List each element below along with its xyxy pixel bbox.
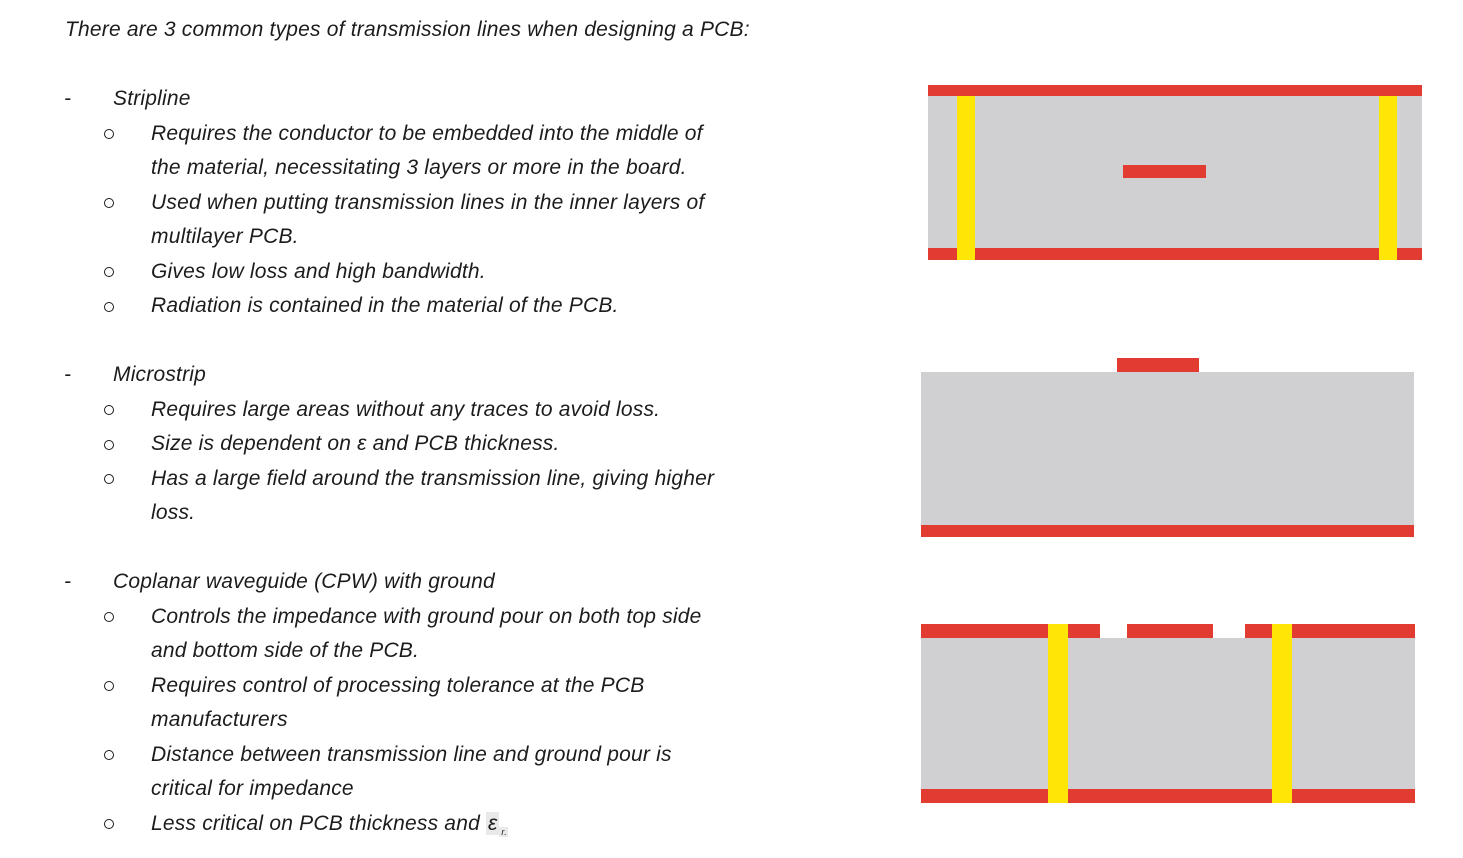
bullet-text: Requires control of processing tolerance… bbox=[151, 673, 645, 697]
spacer-row bbox=[0, 531, 920, 566]
bullet-line: Has a large field around the transmissio… bbox=[0, 462, 920, 497]
bullet-line: Radiation is contained in the material o… bbox=[0, 289, 920, 324]
cpw-left-via bbox=[1048, 624, 1068, 803]
bullet-text: Used when putting transmission lines in … bbox=[151, 190, 705, 214]
bullet-line: Distance between transmission line and g… bbox=[0, 738, 920, 773]
bullet-line: Gives low loss and high bandwidth. bbox=[0, 255, 920, 290]
spacer-row bbox=[0, 324, 920, 359]
microstrip-top-trace bbox=[1117, 358, 1199, 372]
section-label-microstrip: Microstrip bbox=[113, 363, 207, 386]
bullet-text-prefix: Less critical on PCB thickness and bbox=[151, 811, 486, 835]
microstrip-bottom-ground bbox=[921, 525, 1414, 537]
bullet-line: Requires control of processing tolerance… bbox=[0, 669, 920, 704]
cpw-right-via bbox=[1272, 624, 1292, 803]
stripline-right-via bbox=[1379, 96, 1397, 260]
dash-bullet-icon: - bbox=[64, 570, 72, 593]
bullet-continuation-line: loss. bbox=[0, 496, 920, 531]
cpw-top-ground-pour bbox=[921, 624, 1415, 638]
document-title: There are 3 common types of transmission… bbox=[65, 18, 750, 41]
stripline-left-via bbox=[957, 96, 975, 260]
bullet-text: Has a large field around the transmissio… bbox=[151, 466, 715, 490]
epsilon-symbol: ε bbox=[485, 811, 500, 835]
circle-bullet-icon bbox=[104, 129, 114, 139]
bullet-continuation-line: and bottom side of the PCB. bbox=[0, 634, 920, 669]
bullet-text: Gives low loss and high bandwidth. bbox=[151, 259, 486, 283]
circle-bullet-icon bbox=[104, 681, 114, 691]
cpw-top-gap-left bbox=[1100, 624, 1127, 638]
bullet-text: Radiation is contained in the material o… bbox=[151, 294, 619, 317]
microstrip-diagram bbox=[921, 358, 1414, 537]
bullet-text: Size is dependent on ε and PCB thickness… bbox=[151, 432, 560, 455]
bullet-line: Used when putting transmission lines in … bbox=[0, 186, 920, 221]
circle-bullet-icon bbox=[104, 612, 114, 622]
cpw-top-gap-right bbox=[1213, 624, 1245, 638]
spacer-row bbox=[0, 48, 920, 83]
circle-bullet-icon bbox=[104, 474, 114, 484]
bullet-line: Size is dependent on ε and PCB thickness… bbox=[0, 427, 920, 462]
bullet-line: Requires large areas without any traces … bbox=[0, 393, 920, 428]
stripline-bottom-ground bbox=[928, 248, 1422, 260]
bullet-text: Requires the conductor to be embedded in… bbox=[151, 121, 703, 145]
bullet-continuation-line: the material, necessitating 3 layers or … bbox=[0, 151, 920, 186]
bullet-text: loss. bbox=[151, 501, 196, 524]
bullet-text: multilayer PCB. bbox=[151, 225, 299, 248]
stripline-top-ground bbox=[928, 85, 1422, 96]
bullet-continuation-line: critical for impedance bbox=[0, 772, 920, 807]
bullet-line: Requires the conductor to be embedded in… bbox=[0, 117, 920, 152]
bullet-text: and bottom side of the PCB. bbox=[151, 639, 420, 662]
section-label-cpw: Coplanar waveguide (CPW) with ground bbox=[113, 570, 495, 593]
circle-bullet-icon bbox=[104, 301, 114, 312]
dash-bullet-icon: - bbox=[64, 87, 72, 110]
bullet-text: manufacturers bbox=[151, 708, 288, 731]
section-stripline-row: - Stripline bbox=[0, 82, 920, 117]
stripline-center-conductor bbox=[1123, 165, 1206, 178]
cpw-bottom-ground bbox=[921, 789, 1415, 803]
microstrip-substrate bbox=[921, 372, 1414, 525]
cpw-diagram bbox=[921, 624, 1415, 803]
circle-bullet-icon bbox=[104, 439, 114, 450]
circle-bullet-icon bbox=[104, 819, 114, 829]
text-column: There are 3 common types of transmission… bbox=[0, 13, 920, 841]
bullet-continuation-line: multilayer PCB. bbox=[0, 220, 920, 255]
bullet-text: the material, necessitating 3 layers or … bbox=[151, 156, 687, 179]
dash-bullet-icon: - bbox=[64, 363, 72, 386]
bullet-text: Requires large areas without any traces … bbox=[151, 397, 661, 421]
epsilon-subscript: r. bbox=[499, 826, 508, 837]
bullet-text: critical for impedance bbox=[151, 777, 354, 800]
bullet-text: Controls the impedance with ground pour … bbox=[151, 604, 702, 628]
circle-bullet-icon bbox=[104, 267, 114, 277]
circle-bullet-icon bbox=[104, 405, 114, 415]
section-cpw-row: - Coplanar waveguide (CPW) with ground bbox=[0, 565, 920, 600]
document-title-row: There are 3 common types of transmission… bbox=[0, 13, 920, 48]
section-microstrip-row: - Microstrip bbox=[0, 358, 920, 393]
bullet-continuation-line: manufacturers bbox=[0, 703, 920, 738]
cpw-substrate bbox=[921, 638, 1415, 789]
circle-bullet-icon bbox=[104, 198, 114, 208]
section-label-stripline: Stripline bbox=[113, 87, 191, 110]
bullet-line: Controls the impedance with ground pour … bbox=[0, 600, 920, 635]
stripline-diagram bbox=[928, 85, 1422, 260]
circle-bullet-icon bbox=[104, 750, 114, 760]
bullet-text: Distance between transmission line and g… bbox=[151, 742, 672, 766]
